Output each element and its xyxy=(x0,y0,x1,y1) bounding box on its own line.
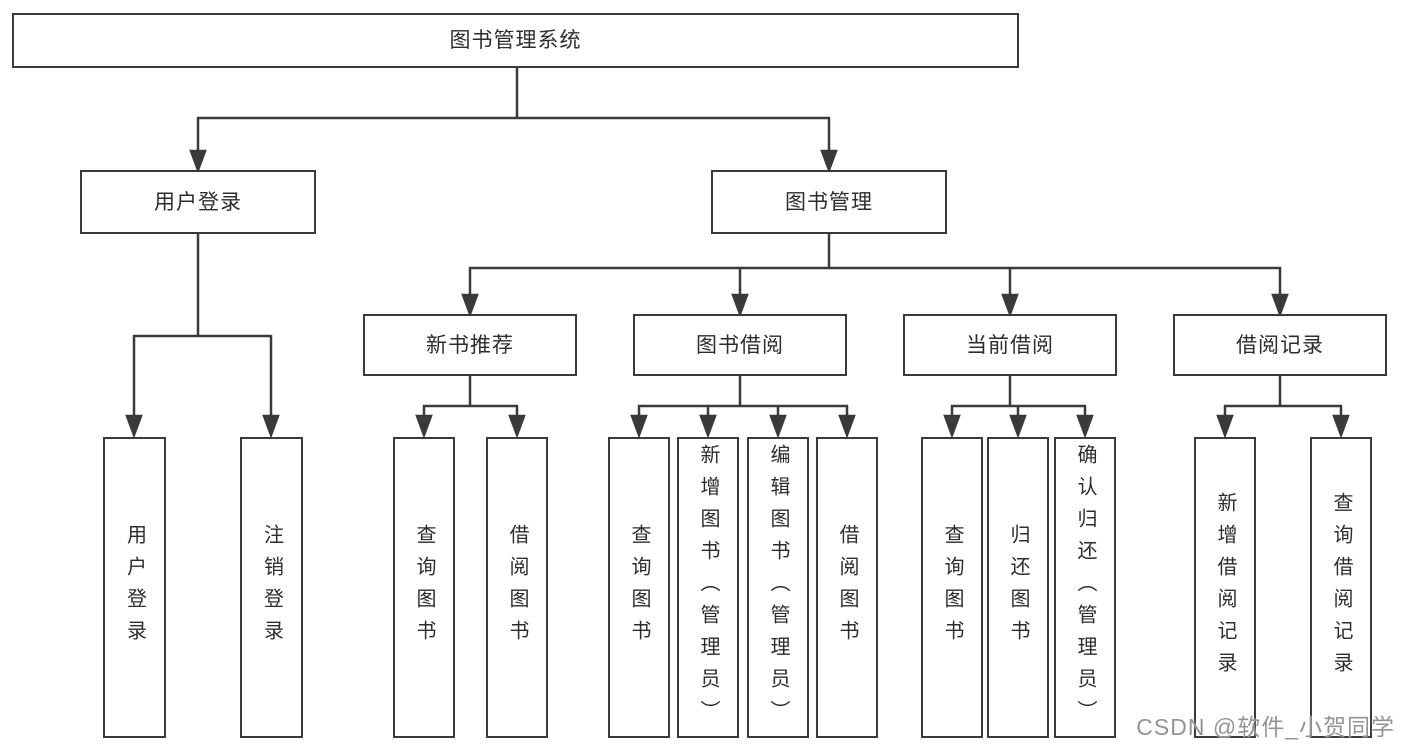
leaf-query-books-borrowing: 查询图书 xyxy=(608,437,670,738)
leaf-borrow-books-recommend: 借阅图书 xyxy=(486,437,548,738)
edge-login-to-leaves xyxy=(125,234,280,439)
node-library-management-system: 图书管理系统 xyxy=(12,13,1019,68)
leaf-return-book: 归还图书 xyxy=(987,437,1049,738)
node-user-login: 用户登录 xyxy=(80,170,316,234)
node-book-borrowing: 图书借阅 xyxy=(633,314,847,376)
edge-borrowmgmt-to-leaves xyxy=(630,376,856,439)
leaf-user-login: 用户登录 xyxy=(103,437,166,738)
edge-newbook-to-leaves xyxy=(415,376,526,439)
node-borrowing-records: 借阅记录 xyxy=(1173,314,1387,376)
leaf-add-book-admin: 新增图书（管理员） xyxy=(677,437,739,738)
leaf-query-borrow-record: 查询借阅记录 xyxy=(1310,437,1372,738)
node-new-book-recommend: 新书推荐 xyxy=(363,314,577,376)
csdn-watermark: CSDN @软件_小贺同学 xyxy=(1136,714,1395,740)
edge-root-to-level2 xyxy=(189,68,838,174)
leaf-borrow-books: 借阅图书 xyxy=(816,437,878,738)
leaf-edit-book-admin: 编辑图书（管理员） xyxy=(747,437,809,738)
leaf-add-borrow-record: 新增借阅记录 xyxy=(1194,437,1256,738)
node-book-management: 图书管理 xyxy=(711,170,947,234)
leaf-query-books-current: 查询图书 xyxy=(921,437,983,738)
edge-mgmt-to-level3 xyxy=(461,234,1289,318)
node-current-borrowing: 当前借阅 xyxy=(903,314,1117,376)
edge-records-to-leaves xyxy=(1216,376,1350,439)
leaf-query-books-recommend: 查询图书 xyxy=(393,437,455,738)
edge-current-to-leaves xyxy=(943,376,1094,439)
leaf-logout: 注销登录 xyxy=(240,437,303,738)
leaf-confirm-return-admin: 确认归还（管理员） xyxy=(1054,437,1116,738)
